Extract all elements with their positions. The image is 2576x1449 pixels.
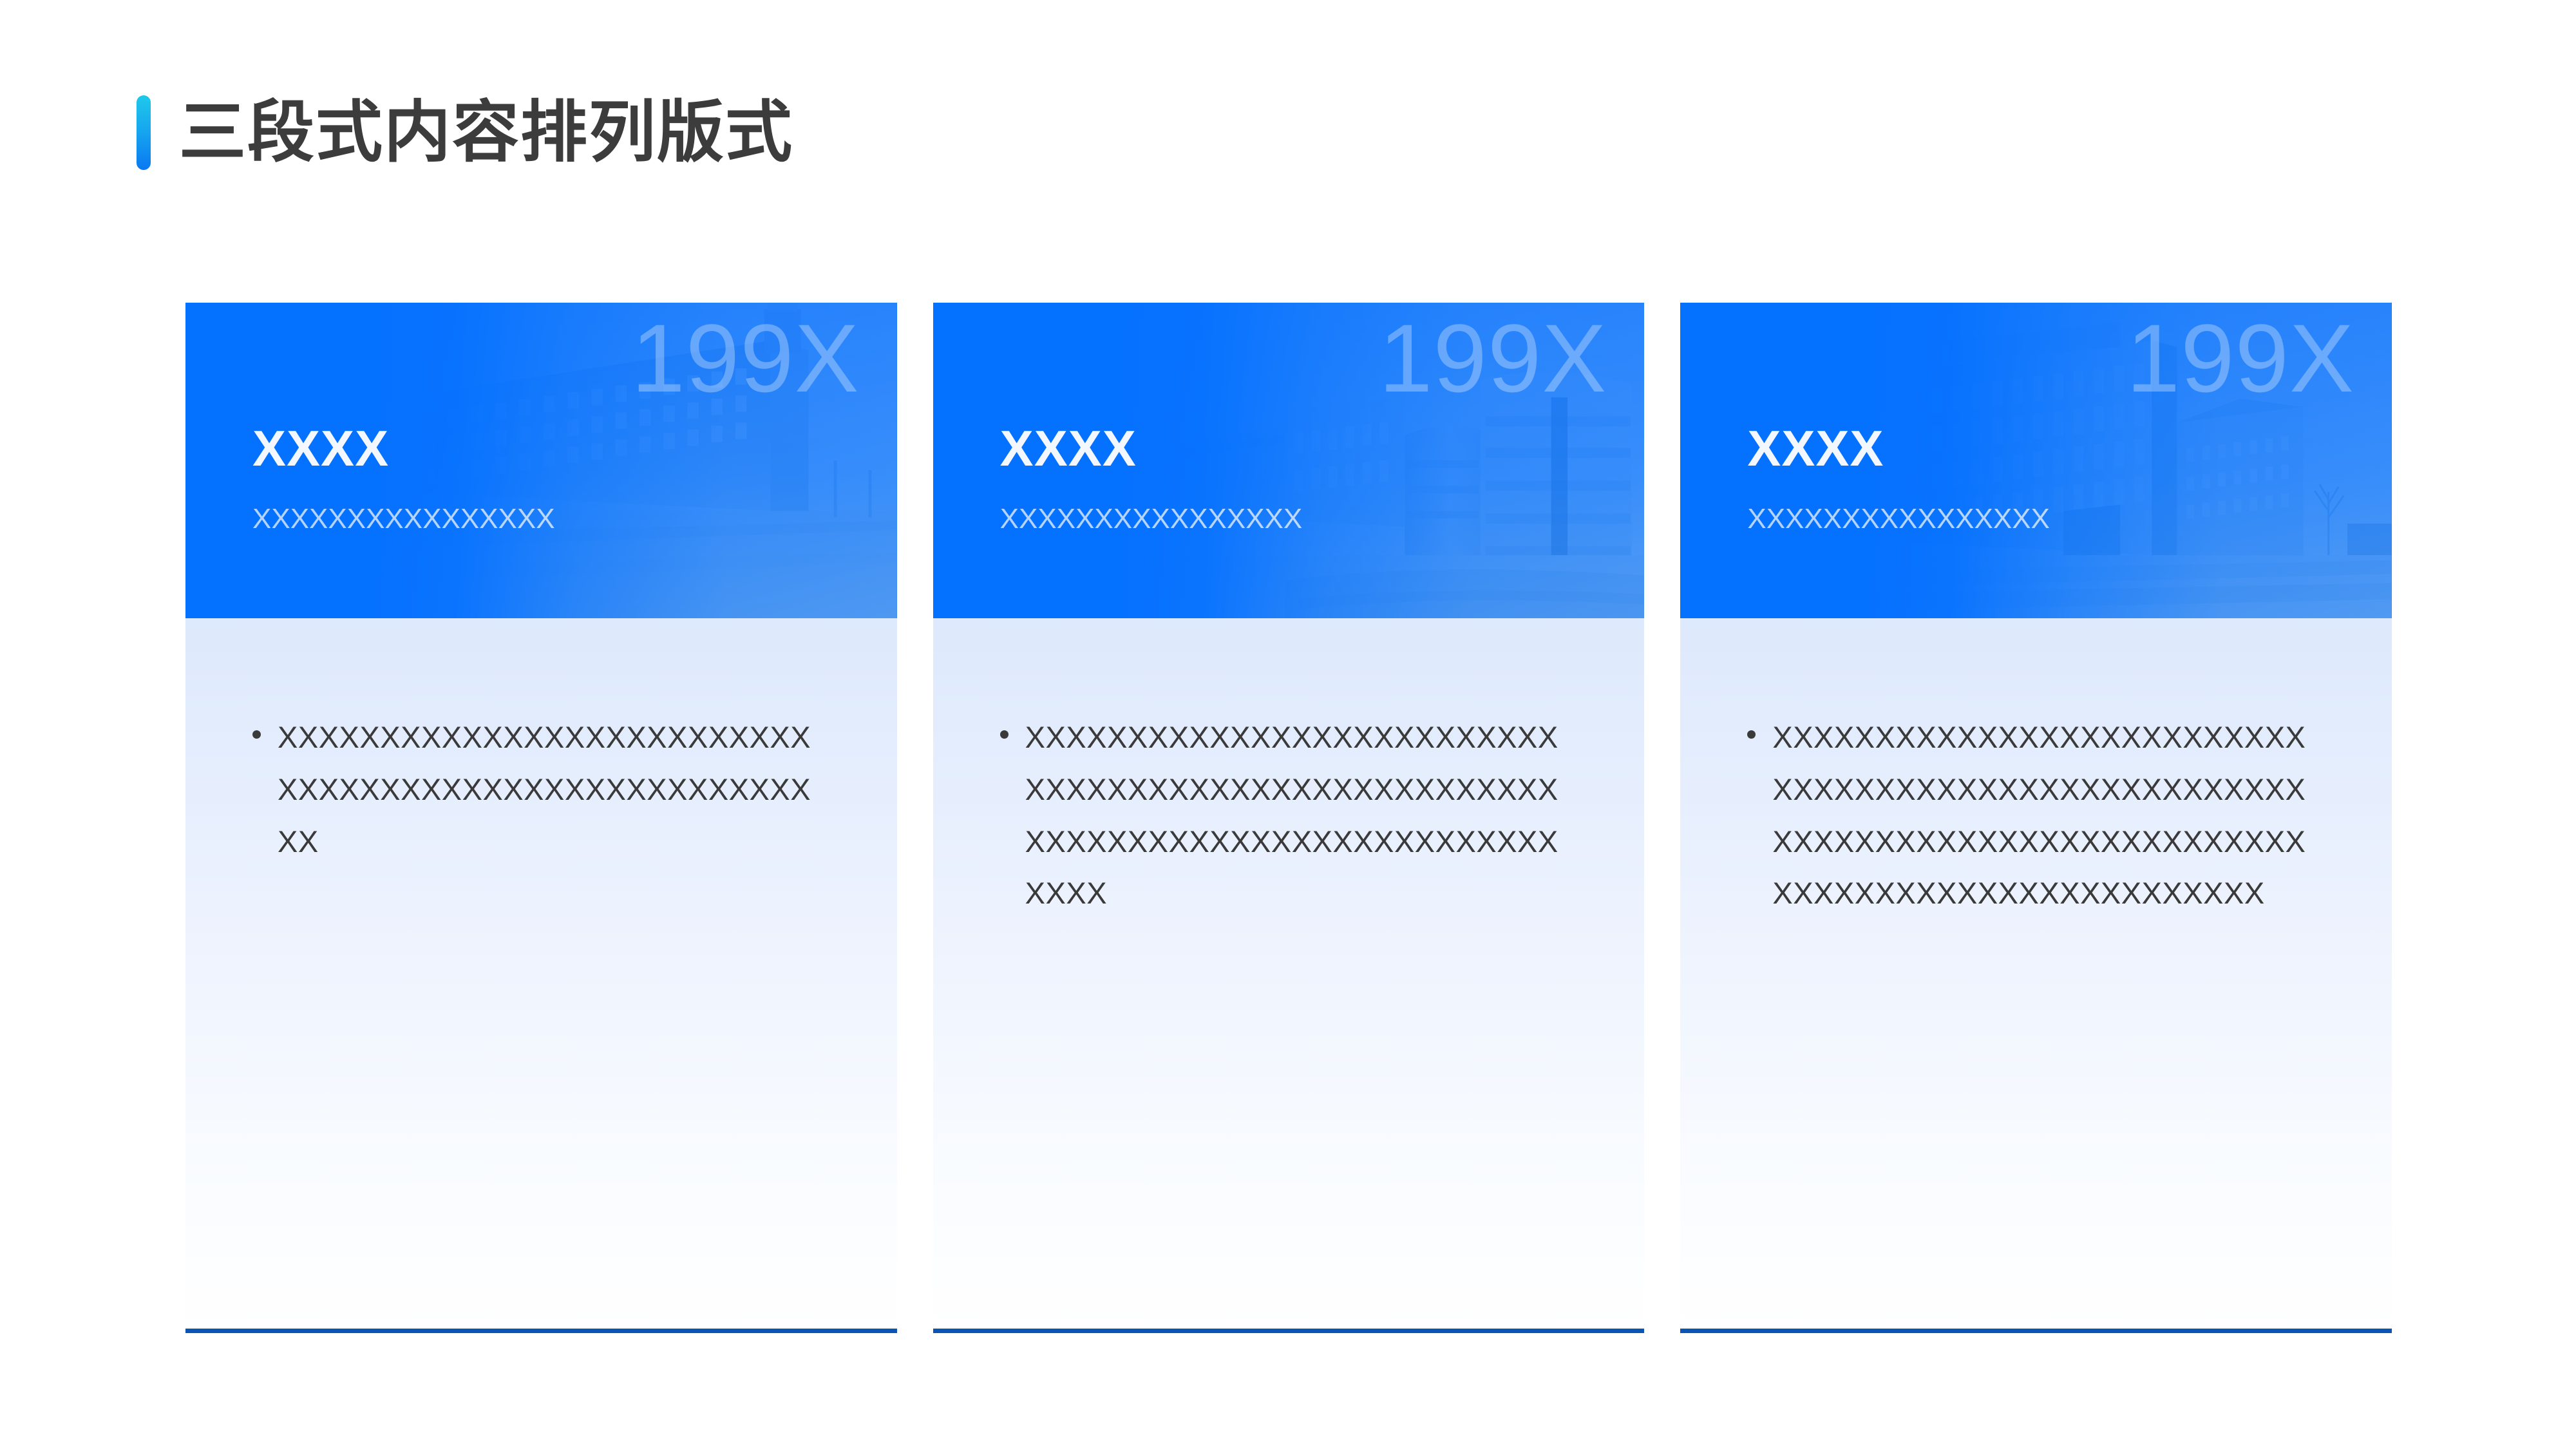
card-header: 199X XXXX XXXXXXXXXXXXXXXX	[933, 303, 1645, 618]
card-header: 199X XXXX XXXXXXXXXXXXXXXX	[185, 303, 897, 618]
bullet-dot-icon	[252, 730, 261, 739]
content-card[interactable]: 199X XXXX XXXXXXXXXXXXXXXX XXXXXXXXXXXXX…	[1680, 303, 2392, 1333]
card-bottom-rule	[1680, 1329, 2392, 1333]
slide-header: 三段式内容排列版式	[137, 95, 793, 170]
content-card[interactable]: 199X XXXX XXXXXXXXXXXXXXXX XXXXXXXXXXXXX…	[933, 303, 1645, 1333]
bullet-text: XXXXXXXXXXXXXXXXXXXXXXXXXXXXXXXXXXXXXXXX…	[1772, 720, 2306, 911]
content-card[interactable]: 199X XXXX XXXXXXXXXXXXXXXX XXXXXXXXXXXXX…	[185, 303, 897, 1333]
card-year-label: 199X	[631, 304, 860, 412]
card-bottom-rule	[185, 1329, 897, 1333]
photo-left-fade	[185, 303, 897, 618]
card-title: XXXX	[252, 420, 390, 477]
page-title: 三段式内容排列版式	[179, 95, 794, 170]
card-year-label: 199X	[1379, 304, 1607, 412]
bullet-dot-icon	[999, 730, 1009, 739]
card-bottom-rule	[933, 1329, 1645, 1333]
card-year-label: 199X	[2126, 304, 2355, 412]
bullet-dot-icon	[1747, 730, 1756, 739]
card-title: XXXX	[999, 420, 1137, 477]
card-header-text: XXXX XXXXXXXXXXXXXXXX	[1747, 422, 2347, 540]
list-item: XXXXXXXXXXXXXXXXXXXXXXXXXXXXXXXXXXXXXXXX…	[252, 712, 830, 867]
list-item: XXXXXXXXXXXXXXXXXXXXXXXXXXXXXXXXXXXXXXXX…	[999, 712, 1578, 920]
card-header-text: XXXX XXXXXXXXXXXXXXXX	[1000, 422, 1600, 540]
card-body: XXXXXXXXXXXXXXXXXXXXXXXXXXXXXXXXXXXXXXXX…	[933, 618, 1645, 1333]
photo-left-fade	[1680, 303, 2392, 618]
card-subtitle: XXXXXXXXXXXXXXXX	[1747, 502, 2050, 535]
title-accent-bar-icon	[137, 95, 151, 170]
card-body: XXXXXXXXXXXXXXXXXXXXXXXXXXXXXXXXXXXXXXXX…	[1680, 618, 2392, 1333]
card-body: XXXXXXXXXXXXXXXXXXXXXXXXXXXXXXXXXXXXXXXX…	[185, 618, 897, 1333]
photo-left-fade	[933, 303, 1645, 618]
list-item: XXXXXXXXXXXXXXXXXXXXXXXXXXXXXXXXXXXXXXXX…	[1747, 712, 2325, 920]
card-subtitle: XXXXXXXXXXXXXXXX	[999, 502, 1303, 535]
bullet-text: XXXXXXXXXXXXXXXXXXXXXXXXXXXXXXXXXXXXXXXX…	[278, 720, 811, 858]
card-header-text: XXXX XXXXXXXXXXXXXXXX	[252, 422, 852, 540]
cards-row: 199X XXXX XXXXXXXXXXXXXXXX XXXXXXXXXXXXX…	[185, 303, 2392, 1333]
card-subtitle: XXXXXXXXXXXXXXXX	[252, 502, 555, 535]
card-header: 199X XXXX XXXXXXXXXXXXXXXX	[1680, 303, 2392, 618]
card-title: XXXX	[1747, 420, 1884, 477]
bullet-text: XXXXXXXXXXXXXXXXXXXXXXXXXXXXXXXXXXXXXXXX…	[1025, 720, 1558, 911]
